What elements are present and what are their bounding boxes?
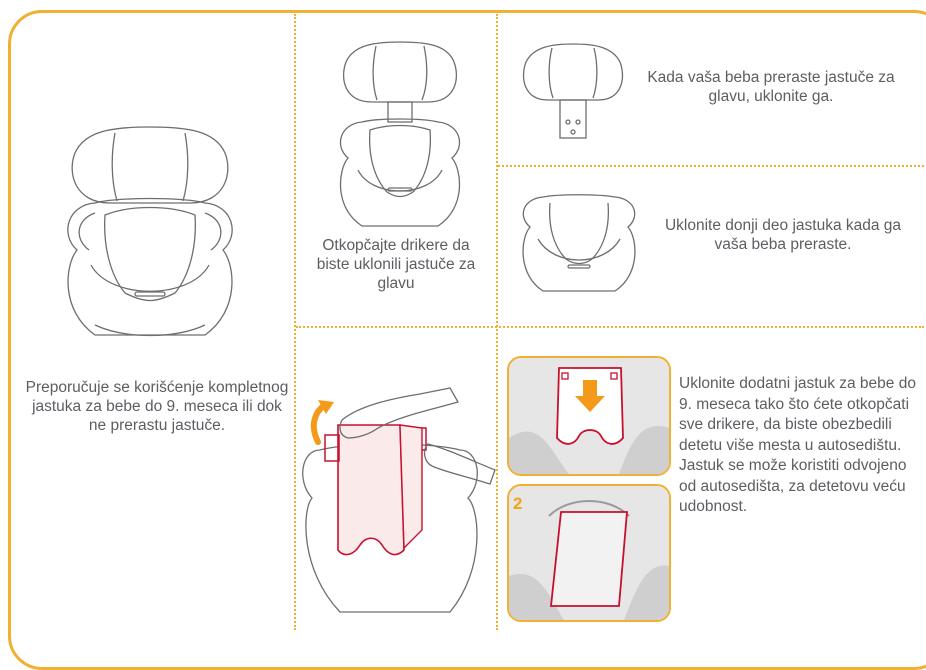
divider-vertical-left bbox=[294, 14, 296, 630]
full-cushion-text: Preporučuje se korišćenje kompletnog jas… bbox=[25, 379, 289, 434]
photo-step-1: 1 bbox=[507, 356, 671, 476]
photo-step-2: 2 bbox=[507, 484, 671, 622]
hands-removing-insert-illustration bbox=[302, 387, 496, 613]
full-cushion-illustration bbox=[67, 126, 233, 337]
head-remove-text: Kada vaša beba preraste jastuče za glavu… bbox=[647, 69, 895, 105]
lower-remove-text: Uklonite donji deo jastuka kada ga vaša … bbox=[664, 217, 902, 253]
step-2-label: 2 bbox=[513, 494, 523, 513]
unclip-cushion-illustration bbox=[339, 41, 461, 227]
lower-cushion-illustration bbox=[522, 194, 636, 292]
divider-horizontal-lower bbox=[296, 326, 924, 328]
head-cushion-illustration bbox=[522, 43, 624, 139]
divider-vertical-right bbox=[496, 14, 498, 630]
down-arrow-icon bbox=[575, 380, 605, 412]
divider-horizontal-upper bbox=[498, 165, 924, 167]
unclip-text: Otkopčajte drikere da biste uklonili jas… bbox=[316, 237, 476, 292]
instruction-sheet: Preporučuje se korišćenje kompletnog jas… bbox=[8, 10, 926, 670]
extra-cushion-text: Uklonite dodatni jastuk za bebe do 9. me… bbox=[679, 375, 916, 515]
